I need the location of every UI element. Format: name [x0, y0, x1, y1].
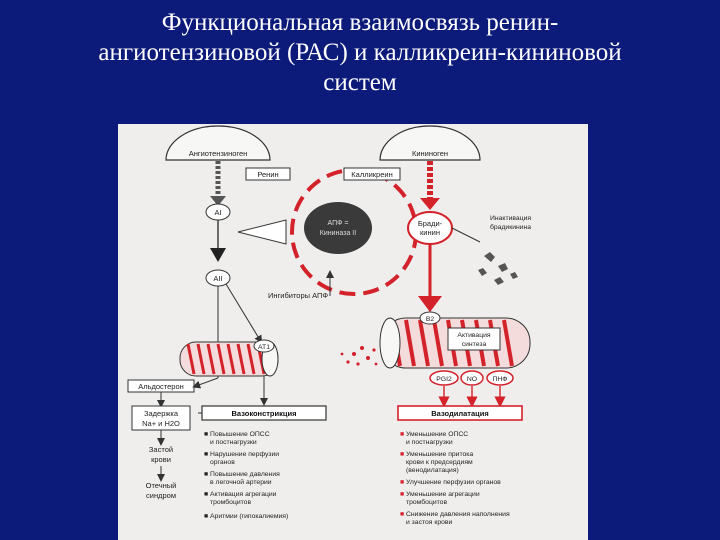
left-effect-4-line-2: тромбоцитов: [210, 498, 251, 506]
vasoconstriction-label: Вазоконстрикция: [232, 409, 297, 418]
arrow-to-aldosterone: [192, 377, 219, 389]
right-effect-4-line-1: ■ Уменьшение агрегации: [400, 491, 480, 498]
left-effect-5-line-1: ■ Аритмии (гипокалиемия): [204, 513, 288, 520]
edema-line-2: синдром: [146, 491, 176, 500]
angiotensinogen-label: Ангиотензиноген: [189, 149, 248, 158]
ace-label-2: Кининаза II: [320, 230, 356, 237]
activation-line-1: Активация: [457, 332, 490, 339]
left-effects: ■ Повышение ОПСС и постнагрузки ■ Наруше…: [204, 431, 288, 520]
line-to-inactivation: [451, 227, 481, 243]
ace-disc: АПФ = Кининаза II: [304, 202, 372, 254]
inactivation-line-2: брадикинина: [490, 223, 531, 231]
right-effect-5-line-1: ■ Снижение давления наполнения: [400, 511, 510, 518]
congestion-line-1: Застой: [149, 445, 173, 454]
left-effect-2-line-2: органов: [210, 459, 235, 466]
arrow-head-b2: [418, 296, 442, 312]
congestion-line-2: крови: [151, 455, 171, 464]
arrow-head-aii: [210, 248, 226, 262]
arrow-head-bradykinin: [420, 198, 440, 210]
kininogen-label: Кининоген: [412, 149, 448, 158]
left-effect-3-line-2: в легочной артерии: [210, 478, 272, 486]
ras-kks-diagram: Ангиотензиноген Ренин AI AII: [118, 124, 588, 540]
right-effect-1-line-2: и постнагрузки: [406, 439, 453, 446]
vasoconstriction-box: Вазоконстрикция: [201, 405, 327, 421]
red-particles: [340, 346, 378, 366]
kallikrein-label: Калликреин: [351, 170, 392, 179]
b2-label: B2: [426, 316, 435, 323]
retention-line-2: Na+ и H2O: [142, 419, 180, 428]
aldosterone-box: Альдостерон: [127, 379, 195, 393]
at1-node: AT1: [253, 339, 275, 353]
right-effect-4-line-2: тромбоцитов: [406, 498, 447, 506]
bradykinin-line-2: кинин: [420, 228, 440, 237]
vasodilation-box: Вазодилатация: [397, 405, 523, 421]
kininogen-dome: Кининоген: [379, 125, 481, 161]
mediator-no: NO: [467, 376, 477, 383]
line-aii-at1: [225, 283, 263, 344]
ai-label: AI: [214, 208, 221, 217]
right-effect-5-line-2: и застоя крови: [406, 519, 453, 526]
right-effect-2-line-2: крови к предсердиям: [406, 459, 473, 466]
left-effect-3-line-1: ■ Повышение давления: [204, 471, 280, 478]
slide-title: Функциональная взаимосвязь ренин- ангиот…: [40, 8, 680, 98]
bradykinin-line-1: Бради-: [418, 219, 443, 228]
right-effects: ■ Уменьшение ОПСС и постнагрузки ■ Умень…: [400, 431, 510, 526]
left-effect-1-line-1: ■ Повышение ОПСС: [204, 431, 270, 438]
inactivation-line-1: Инактивация: [490, 215, 531, 222]
mediators: PGI2 NO ПНФ: [429, 370, 514, 386]
ace-inhibitors-label: Ингибиторы АПФ: [268, 291, 328, 300]
retention-box: Задержка Na+ и H2O: [131, 405, 191, 431]
mediator-pnf: ПНФ: [493, 376, 508, 383]
title-line-2: ангиотензиновой (РАС) и калликреин-кинин…: [98, 39, 622, 66]
aii-label: AII: [213, 274, 222, 283]
title-line-3: систем: [323, 69, 397, 96]
activation-line-2: синтеза: [462, 341, 487, 348]
arrow-head-ai: [210, 196, 226, 206]
activation-box: Активация синтеза: [447, 327, 501, 351]
title-line-1: Функциональная взаимосвязь ренин-: [161, 9, 559, 36]
aii-node: AII: [205, 269, 231, 287]
renin-box: Ренин: [245, 167, 291, 181]
edema-line-1: Отечный: [146, 481, 177, 490]
ace-arrow-left: [237, 219, 287, 245]
mediator-pgi2: PGI2: [436, 376, 452, 383]
angiotensinogen-dome: Ангиотензиноген: [165, 125, 271, 161]
right-effect-3-line-1: ■ Улучшение перфузии органов: [400, 479, 501, 486]
bradykinin-node: Бради- кинин: [407, 211, 453, 245]
aldosterone-label: Альдостерон: [138, 382, 184, 391]
fragments: [478, 252, 518, 285]
right-effect-1-line-1: ■ Уменьшение ОПСС: [400, 431, 468, 438]
renin-label: Ренин: [257, 170, 278, 179]
left-effect-1-line-2: и постнагрузки: [210, 439, 257, 446]
vasodilation-label: Вазодилатация: [431, 409, 488, 418]
left-effect-4-line-1: ■ Активация агрегации: [204, 491, 277, 498]
ai-node: AI: [205, 203, 231, 221]
b2-node: B2: [419, 311, 441, 325]
ace-label-1: АПФ =: [328, 220, 349, 227]
kallikrein-box: Калликреин: [343, 167, 401, 181]
right-effect-2-line-1: ■ Уменьшение притока: [400, 451, 473, 458]
retention-line-1: Задержка: [144, 409, 179, 418]
at1-label: AT1: [258, 344, 270, 351]
left-effect-2-line-1: ■ Нарушение перфузии: [204, 451, 279, 458]
right-effect-2-line-3: (венодилатация): [406, 467, 459, 474]
